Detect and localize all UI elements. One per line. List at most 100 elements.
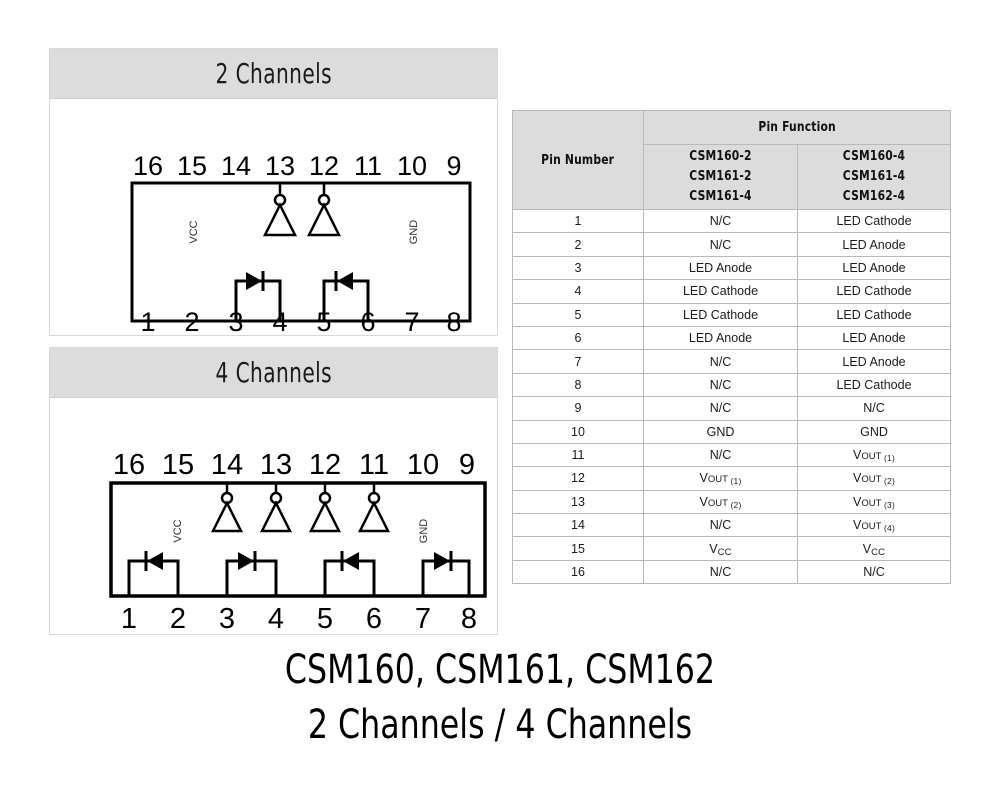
vcc-label: VCC (188, 220, 200, 243)
cell-function-a: N/C (643, 513, 798, 538)
header-pin-function: Pin Function (643, 110, 951, 145)
led-pins-5-6 (323, 551, 375, 596)
cell-pin-number: 7 (512, 349, 644, 374)
cell-pin-number: 2 (512, 232, 644, 257)
header-pin-number: Pin Number (512, 110, 644, 210)
cell-function-b: N/C (797, 396, 951, 421)
top-pin-14: 14 (210, 449, 242, 481)
cell-pin-number: 15 (512, 536, 644, 561)
cell-pin-number: 5 (512, 302, 644, 327)
cell-function-b: GND (797, 419, 951, 444)
panel-4-channels-body: 16 15 14 13 12 11 10 9 VCC GND (50, 398, 497, 633)
panel-2-channels-title: 2 Channels (215, 57, 332, 90)
cell-function-a: LED Anode (643, 255, 798, 281)
top-pin-13: 13 (259, 449, 291, 481)
top-pin-16: 16 (112, 449, 144, 481)
cell-pin-number: 10 (512, 419, 644, 444)
cell-function-b: LED Cathode (797, 208, 951, 234)
led-pins-5-6 (322, 271, 369, 321)
bottom-pin-4: 4 (272, 307, 287, 334)
bottom-pin-3: 3 (218, 603, 234, 633)
panel-4-channels: 4 Channels 16 15 14 13 12 11 10 9 VCC GN… (49, 347, 498, 635)
cell-function-a: N/C (643, 208, 798, 234)
cell-function-a: N/C (643, 349, 798, 374)
top-pin-12: 12 (308, 449, 340, 481)
top-pin-16: 16 (132, 151, 162, 181)
inverter-pin-11 (357, 483, 390, 533)
bottom-pin-7: 7 (414, 603, 430, 633)
chip-outline (108, 481, 487, 598)
top-pin-12: 12 (308, 151, 338, 181)
caption-line-1: CSM160, CSM161, CSM162 (284, 647, 716, 693)
cell-pin-number: 6 (512, 325, 644, 351)
panel-4-channels-header: 4 Channels (50, 348, 497, 398)
top-pin-9: 9 (458, 449, 474, 481)
cell-pin-number: 9 (512, 396, 644, 421)
cell-function-a: N/C (643, 559, 798, 585)
cell-function-a: VOUT (2) (643, 489, 798, 515)
cell-pin-number: 13 (512, 489, 644, 515)
cell-function-b: LED Cathode (797, 372, 951, 398)
cell-pin-number: 8 (512, 372, 644, 398)
cell-function-b: LED Anode (797, 349, 951, 374)
cell-pin-number: 4 (512, 279, 644, 304)
cell-pin-number: 11 (512, 442, 644, 468)
bottom-pin-5: 5 (316, 603, 332, 633)
inverter-pin-14 (210, 483, 243, 533)
top-pin-13: 13 (264, 151, 294, 181)
header-col-b: CSM160-4 CSM161-4 CSM162-4 (797, 144, 951, 210)
cell-function-b: VCC (797, 536, 951, 561)
led-pins-3-4 (225, 551, 277, 596)
table-header: Pin Number Pin Function CSM160-2 CSM161-… (512, 110, 951, 210)
pin-function-table: Pin Number Pin Function CSM160-2 CSM161-… (512, 110, 951, 585)
top-pin-11: 11 (353, 151, 381, 181)
cell-function-b: VOUT (4) (797, 513, 951, 538)
cell-pin-number: 16 (512, 559, 644, 585)
cell-function-a: VOUT (1) (643, 466, 798, 491)
top-pin-9: 9 (446, 151, 461, 181)
panel-2-channels: 2 Channels 16 15 14 13 12 11 10 9 VCC GN… (49, 48, 498, 336)
caption-line-2: 2 Channels / 4 Channels (307, 702, 693, 748)
top-pin-10: 10 (396, 151, 426, 181)
cell-function-b: LED Cathode (797, 302, 951, 327)
top-pin-15: 15 (176, 151, 206, 181)
cell-function-a: GND (643, 419, 798, 444)
bottom-pin-4: 4 (267, 603, 283, 633)
cell-function-a: N/C (643, 442, 798, 468)
cell-function-a: N/C (643, 232, 798, 257)
cell-function-a: LED Anode (643, 325, 798, 351)
cell-pin-number: 1 (512, 208, 644, 234)
bottom-pin-1: 1 (120, 603, 136, 633)
cell-function-a: N/C (643, 396, 798, 421)
bottom-pin-3: 3 (228, 307, 243, 334)
header-col-a: CSM160-2 CSM161-2 CSM161-4 (643, 144, 798, 210)
cell-function-b: LED Cathode (797, 279, 951, 304)
panel-2-channels-body: 16 15 14 13 12 11 10 9 VCC GND (50, 99, 497, 334)
cell-function-b: VOUT (2) (797, 466, 951, 491)
inverter-pin-12 (308, 483, 341, 533)
bottom-pin-8: 8 (446, 307, 461, 334)
bottom-pin-2: 2 (184, 307, 199, 334)
top-pin-10: 10 (406, 449, 438, 481)
top-pin-14: 14 (220, 151, 250, 181)
pinout-diagram-2-channels: 16 15 14 13 12 11 10 9 VCC GND (130, 151, 471, 334)
cell-function-b: VOUT (3) (797, 489, 951, 515)
cell-function-a: VCC (643, 536, 798, 561)
bottom-pin-2: 2 (169, 603, 185, 633)
cell-function-a: LED Cathode (643, 302, 798, 327)
table-header-row-1: Pin Number Pin Function (512, 110, 951, 210)
gnd-label: GND (408, 220, 420, 245)
bottom-pin-6: 6 (360, 307, 375, 334)
